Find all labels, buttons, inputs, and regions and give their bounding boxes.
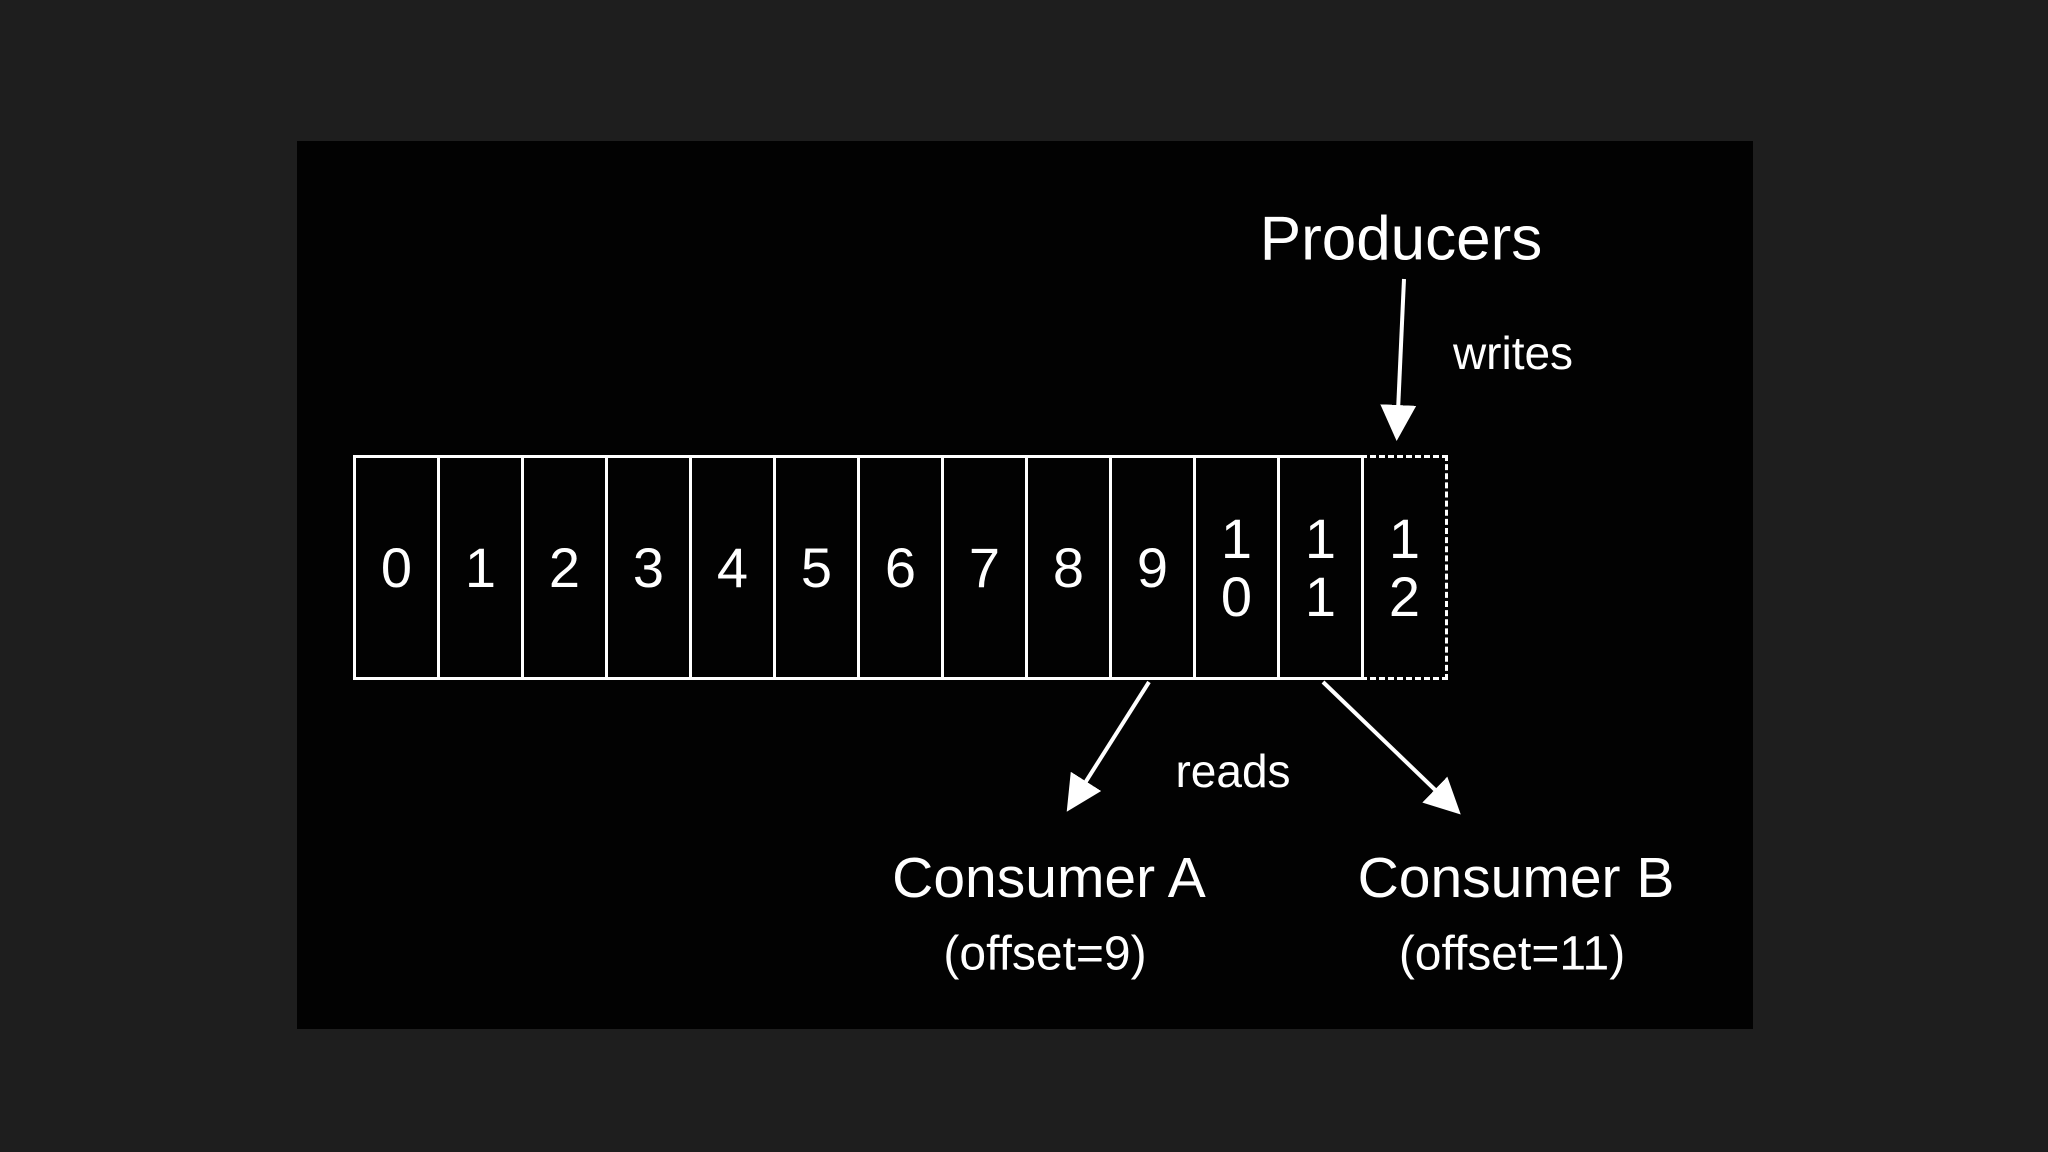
log-cell-value: 7: [968, 535, 1001, 599]
log-cell-11: 1 1: [1277, 455, 1364, 680]
consumer-a-reads-arrow: [1066, 680, 1151, 812]
log-cell-5: 5: [773, 455, 860, 680]
log-cell-value: 3: [632, 535, 665, 599]
log-cell-9: 9: [1109, 455, 1196, 680]
consumer-a-offset: (offset=9): [943, 927, 1147, 981]
log-cell-value: 1 1: [1304, 507, 1337, 628]
log-cell-6: 6: [857, 455, 944, 680]
log-cell-3: 3: [605, 455, 692, 680]
log-cell-value: 9: [1136, 535, 1169, 599]
log-cell-value: 1: [464, 535, 497, 599]
log-cell-2: 2: [521, 455, 608, 680]
log-cell-0: 0: [353, 455, 440, 680]
producers-label: Producers: [1259, 204, 1543, 274]
log-cell-value: 2: [548, 535, 581, 599]
log-cell-4: 4: [689, 455, 776, 680]
log-cell-10: 1 0: [1193, 455, 1280, 680]
log-cell-value: 4: [716, 535, 749, 599]
log-cell-value: 1 0: [1220, 507, 1253, 628]
writes-label: writes: [1452, 327, 1574, 379]
log-cell-value: 0: [380, 535, 413, 599]
consumer-b-reads-arrow: [1321, 680, 1461, 815]
log-cell-1: 1: [437, 455, 524, 680]
consumer-b-label: Consumer B: [1357, 846, 1675, 910]
log-cell-value: 6: [884, 535, 917, 599]
arrows-layer: [1066, 278, 1461, 815]
log-cell-value: 1 2: [1388, 507, 1421, 628]
log-cell-value: 8: [1052, 535, 1085, 599]
log-cell-value: 5: [800, 535, 833, 599]
consumer-b-offset: (offset=11): [1398, 927, 1626, 981]
log-cell-7: 7: [941, 455, 1028, 680]
reads-label: reads: [1175, 745, 1291, 797]
log-cell-8: 8: [1025, 455, 1112, 680]
log-cell-12: 1 2: [1361, 455, 1448, 680]
consumer-a-label: Consumer A: [892, 846, 1206, 910]
writes-arrow: [1380, 278, 1417, 441]
